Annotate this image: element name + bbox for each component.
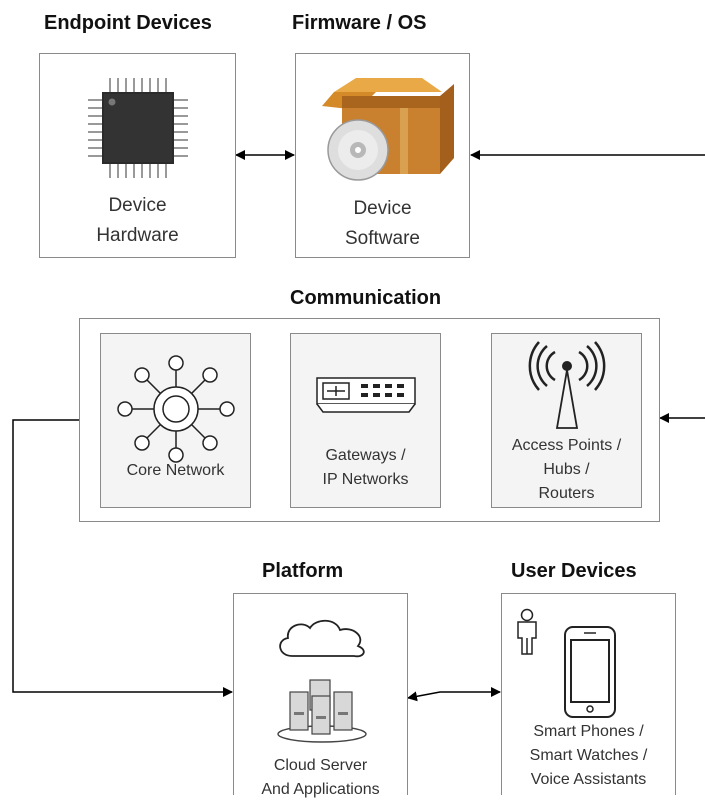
gateways-box: Gateways / IP Networks [290,333,441,508]
core-network-label: Core Network [126,462,225,479]
device-hardware-label: Device Hardware [96,195,179,246]
smart-phones-label: Smart Phones / Smart Watches / Voice Ass… [529,723,648,788]
software-box-disc-icon [322,78,454,181]
server-cluster-icon [277,679,367,743]
user-devices-box: Smart Phones / Smart Watches / Voice Ass… [501,593,676,795]
cloud-server-label: Cloud Server And Applications [261,757,380,798]
hub-network-icon [117,355,235,463]
antenna-tower-icon [528,341,606,429]
access-points-label: Access Points / Hubs / Routers [511,437,622,502]
endpoint-devices-heading: Endpoint Devices [44,12,212,34]
device-software-box: Device Software [295,53,470,258]
cloud-icon [279,619,365,658]
device-hardware-box: Device Hardware [39,53,236,258]
cpu-chip-icon [88,78,188,178]
person-icon [517,608,537,655]
core-network-box: Core Network [100,333,251,508]
smartphone-icon [564,626,616,718]
platform-user-arrow [407,687,501,702]
firmware-os-heading: Firmware / OS [292,12,427,34]
platform-box: Cloud Server And Applications [233,593,408,798]
gateways-label: Gateways / IP Networks [322,447,409,488]
platform-communication-loop [12,415,233,697]
user-devices-heading: User Devices [511,560,637,582]
access-points-box: Access Points / Hubs / Routers [491,333,642,508]
network-switch-icon [316,377,416,413]
platform-heading: Platform [262,560,344,582]
communication-heading: Communication [290,287,442,309]
device-software-label: Device Software [345,198,420,249]
